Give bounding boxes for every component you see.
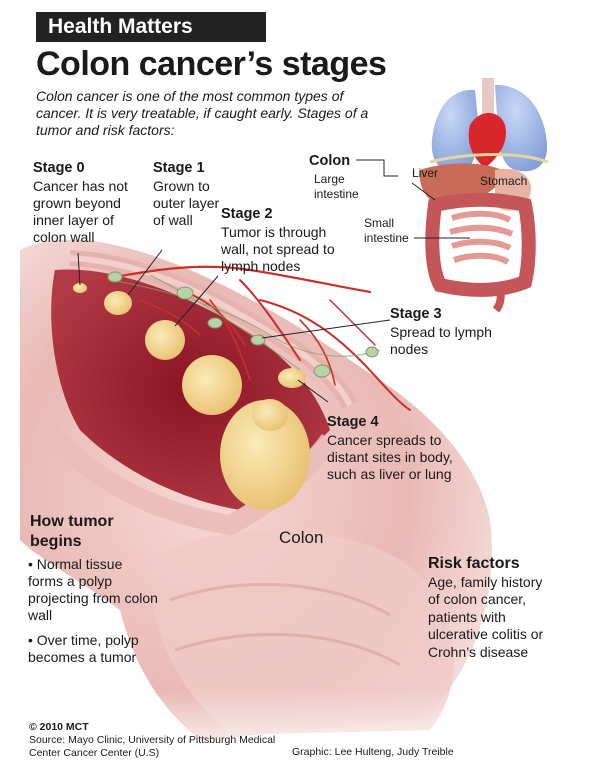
- stage-3-label: Stage 3: [390, 306, 442, 322]
- stage-2-label: Stage 2: [221, 206, 273, 222]
- graphic-credit: Graphic: Lee Hulteng, Judy Treible: [292, 746, 454, 758]
- bullet-text-1: Normal tissue forms a polyp projecting f…: [28, 556, 158, 624]
- stage-2-text: Tumor is through wall, not spread to lym…: [221, 223, 335, 274]
- stomach-label: Stomach: [480, 174, 528, 188]
- risk-section: Risk factors Age, family history of colo…: [428, 554, 548, 661]
- how-tumor-bullet-1: • Normal tissue forms a polyp projecting…: [28, 556, 158, 624]
- how-tumor-section: How tumor begins: [30, 512, 155, 551]
- bullet-dot: •: [28, 632, 37, 648]
- tumor-stage-0: [73, 283, 87, 293]
- stage-4-label: Stage 4: [327, 414, 379, 430]
- stage-2-callout: Stage 2 Tumor is through wall, not sprea…: [221, 206, 351, 275]
- blood-vessels: [98, 265, 411, 411]
- tumor-stage-2: [145, 320, 185, 360]
- stage-1-callout: Stage 1 Grown to outer layer of wall: [153, 160, 221, 229]
- bullet-dot: •: [28, 556, 37, 572]
- lymph-nodes: [107, 271, 379, 378]
- tumor-stage-4: [220, 400, 310, 510]
- section-banner: Health Matters: [36, 12, 266, 42]
- source-credit: Source: Mayo Clinic, University of Pitts…: [29, 734, 276, 759]
- liver-label: Liver: [412, 166, 439, 180]
- how-tumor-bullet-2: • Over time, polyp becomes a tumor: [28, 632, 158, 666]
- large-intestine: [425, 192, 536, 297]
- copyright: © 2010 MCT: [29, 721, 89, 733]
- heart: [468, 112, 506, 168]
- tumor-stage-3: [182, 355, 242, 415]
- risk-title: Risk factors: [428, 555, 520, 572]
- left-lung: [431, 89, 478, 173]
- risk-text: Age, family history of colon cancer, pat…: [428, 573, 544, 660]
- stage-0-label: Stage 0: [33, 160, 85, 176]
- banner-text: Health Matters: [48, 15, 193, 38]
- colon-label: Colon: [279, 528, 324, 547]
- stage-3-text: Spread to lymph nodes: [390, 323, 492, 357]
- tumors: [73, 283, 310, 510]
- page-title: Colon cancer’s stages: [36, 45, 387, 83]
- tumor-stage-1: [104, 291, 132, 315]
- intro-text: Colon cancer is one of the most common t…: [36, 88, 369, 138]
- leader-lines: [77, 159, 470, 403]
- small-intestine-label: Small intestine: [364, 216, 409, 245]
- stage-0-text: Cancer has not grown beyond inner layer …: [33, 177, 128, 245]
- colon-inset-label: Colon: [309, 153, 351, 169]
- large-intestine-label: Large intestine: [314, 172, 359, 201]
- stage-3-callout: Stage 3 Spread to lymph nodes: [390, 306, 520, 358]
- stage-0-callout: Stage 0 Cancer has not grown beyond inne…: [33, 160, 148, 246]
- stage-4-callout: Stage 4 Cancer spreads to distant sites …: [327, 414, 467, 483]
- stage-4-text: Cancer spreads to distant sites in body,…: [327, 431, 453, 482]
- right-lung: [495, 84, 548, 172]
- organ-inset: [419, 78, 549, 313]
- stage-1-text: Grown to outer layer of wall: [153, 177, 220, 228]
- stage-1-label: Stage 1: [153, 160, 205, 176]
- bullet-text-2: Over time, polyp becomes a tumor: [28, 632, 139, 666]
- how-tumor-title: How tumor begins: [30, 513, 114, 550]
